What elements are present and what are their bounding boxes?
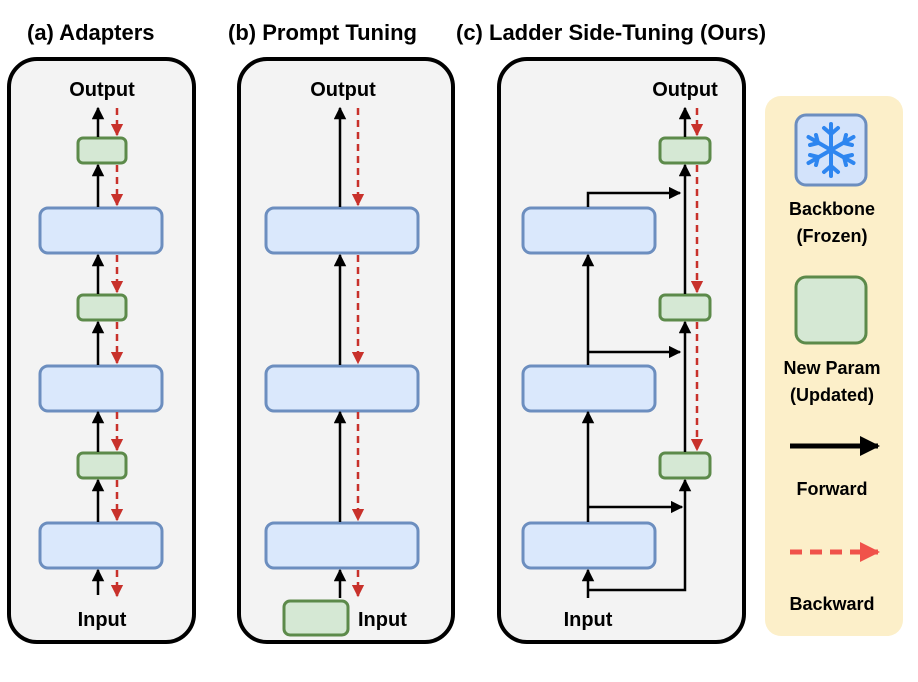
panel-c-side-block-2: [658, 293, 712, 322]
panel-c-side-block-3: [658, 136, 712, 165]
legend-box: [765, 96, 903, 636]
legend-backbone-swatch: [794, 113, 868, 187]
panel-b-soft-prompt: [282, 599, 350, 637]
legend-new-param-label-line1: New Param: [783, 358, 880, 378]
panel-c-backbone-block-1: [521, 521, 657, 570]
panel-c-title: (c) Ladder Side-Tuning (Ours): [456, 20, 766, 45]
panel-ladder-side-tuning: (c) Ladder Side-Tuning (Ours) Output Inp…: [456, 20, 766, 644]
legend-backbone-label-line1: Backbone: [789, 199, 875, 219]
panel-b-input-label: Input: [358, 609, 407, 631]
panel-a-adapter-3: [76, 136, 128, 165]
panel-a-adapter-1: [76, 451, 128, 480]
panel-a-backbone-block-2: [38, 364, 164, 413]
panel-b-title: (b) Prompt Tuning: [228, 20, 417, 45]
panel-c-side-block-1: [658, 451, 712, 480]
legend-new-param-label-line2: (Updated): [790, 385, 874, 405]
panel-b-frame: [237, 57, 455, 644]
snowflake-icon: [806, 122, 856, 178]
panel-a-frame: [7, 57, 196, 644]
panel-b-output-label: Output: [310, 79, 376, 101]
panel-a-input-label: Input: [78, 609, 127, 631]
legend-backward-label: Backward: [789, 594, 874, 614]
panel-b-backbone-block-2: [264, 364, 420, 413]
legend-backbone-label-line2: (Frozen): [797, 226, 868, 246]
panel-c-backbone-block-2: [521, 364, 657, 413]
panel-adapters: (a) Adapters Output Input: [7, 20, 196, 644]
panel-b-backbone-block-3: [264, 206, 420, 255]
panel-a-backbone-block-1: [38, 521, 164, 570]
panel-c-output-label: Output: [652, 79, 718, 101]
legend-forward-label: Forward: [796, 479, 867, 499]
panel-c-input-label: Input: [564, 609, 613, 631]
panel-c-ladder-connections: [586, 186, 692, 592]
panel-prompt-tuning: (b) Prompt Tuning Output Input: [228, 20, 455, 644]
legend: Backbone (Frozen) New Param (Updated) Fo…: [765, 96, 903, 636]
panel-a-title: (a) Adapters: [27, 20, 155, 45]
panel-a-output-label: Output: [69, 79, 135, 101]
panel-a-adapter-2: [76, 293, 128, 322]
panel-c-frame: [497, 57, 746, 644]
panel-b-backbone-block-1: [264, 521, 420, 570]
legend-new-param-swatch: [794, 275, 868, 345]
panel-a-backbone-block-3: [38, 206, 164, 255]
panel-c-backbone-block-3: [521, 206, 657, 255]
